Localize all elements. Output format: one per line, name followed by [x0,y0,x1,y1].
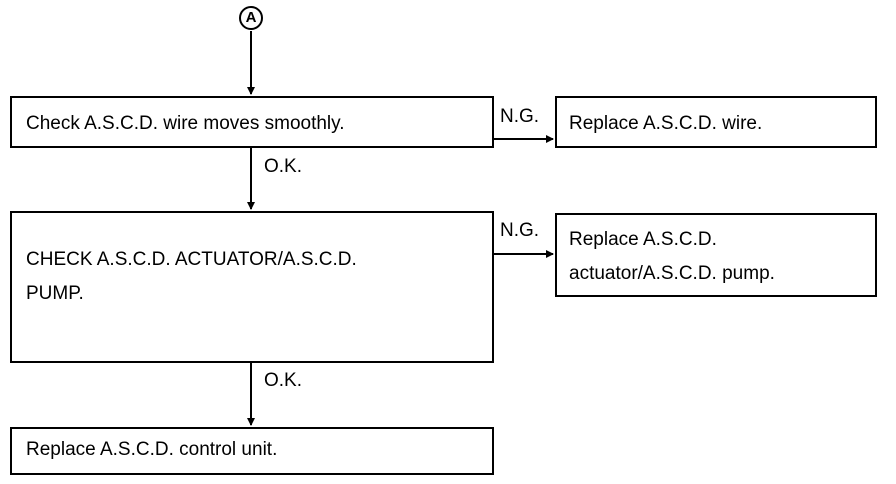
step-check-actuator-box: CHECK A.S.C.D. ACTUATOR/A.S.C.D. PUMP. [10,211,494,363]
step-check-wire-text: Check A.S.C.D. wire moves smoothly. [26,113,345,134]
label-ng-1: N.G. [500,106,540,127]
remedy-replace-actuator-box: Replace A.S.C.D. actuator/A.S.C.D. pump. [555,213,877,297]
label-ok-2: O.K. [264,370,303,391]
step-check-actuator-line-1: CHECK A.S.C.D. ACTUATOR/A.S.C.D. [26,249,357,270]
remedy-replace-wire-text: Replace A.S.C.D. wire. [569,113,763,134]
connector-a-symbol: A [239,6,263,30]
label-ok-1: O.K. [264,156,303,177]
step-check-actuator-line-2: PUMP. [26,283,84,304]
step-replace-unit-box: Replace A.S.C.D. control unit. [10,427,494,475]
step-check-wire-box: Check A.S.C.D. wire moves smoothly. [10,96,494,148]
step-replace-unit-text: Replace A.S.C.D. control unit. [26,439,278,460]
remedy-replace-actuator-line-1: Replace A.S.C.D. [569,229,717,250]
remedy-replace-wire-box: Replace A.S.C.D. wire. [555,96,877,148]
remedy-replace-actuator-line-2: actuator/A.S.C.D. pump. [569,263,775,284]
label-ng-2: N.G. [500,220,540,241]
